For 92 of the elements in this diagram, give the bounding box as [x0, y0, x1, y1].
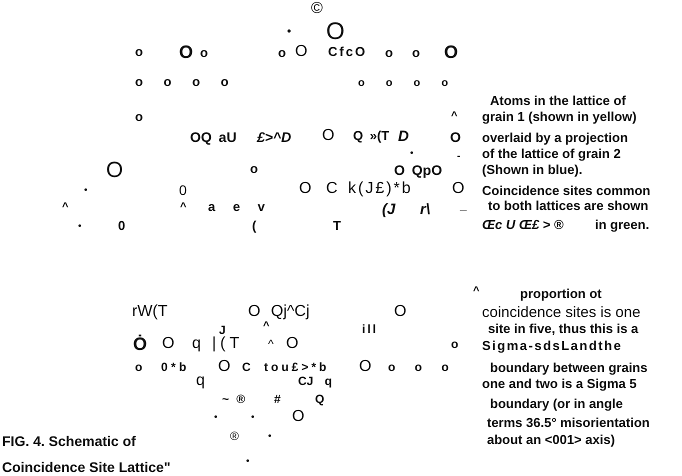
lattice-mark: • — [246, 456, 250, 468]
lattice-mark: ~ ® — [222, 392, 246, 407]
lattice-mark: o o o — [388, 360, 449, 375]
lattice-mark: o — [135, 360, 142, 375]
lattice-mark: o — [451, 338, 458, 352]
lattice-mark: o — [135, 110, 143, 126]
lattice-mark: ill — [362, 322, 378, 337]
annotation-text: overlaid by a projection — [482, 131, 628, 146]
lattice-mark: O — [322, 127, 334, 146]
lattice-mark: • — [214, 412, 218, 424]
lattice-mark: Q — [315, 392, 324, 407]
lattice-mark: q — [192, 335, 201, 354]
lattice-mark: O — [218, 358, 230, 377]
annotation-text: site in five, thus this is a — [488, 322, 638, 338]
lattice-mark: ^ — [62, 201, 68, 214]
lattice-mark: O — [286, 335, 298, 354]
lattice-mark: - — [457, 151, 460, 162]
annotation-text: ^ — [473, 285, 480, 298]
annotation-text: one and two is a Sigma 5 — [482, 377, 637, 392]
lattice-mark: _ — [460, 198, 467, 213]
lattice-mark: # — [274, 392, 281, 407]
lattice-mark: O Qj^Cj — [248, 303, 310, 321]
annotation-text: (Shown in blue). — [482, 163, 582, 178]
annotation-text: terms 36.5° misorientation — [487, 416, 650, 432]
lattice-mark: O — [326, 18, 345, 46]
figure-caption: FIG. 4. Schematic of Coincidence Site Lattice" — [2, 432, 172, 476]
annotation-text: coincidence sites is one — [482, 304, 640, 322]
lattice-mark: O — [292, 408, 304, 427]
annotation-text: proportion ot — [520, 287, 602, 302]
lattice-mark: ® — [230, 430, 239, 444]
lattice-mark: O — [162, 335, 174, 354]
lattice-mark: r\ — [420, 201, 430, 218]
annotation-text: about an <001> axis) — [487, 433, 615, 448]
lattice-mark: o o o o — [358, 77, 448, 90]
lattice-mark: C k(J£)*b — [326, 180, 413, 199]
lattice-mark: OQ aU — [190, 128, 237, 145]
annotation-text: Coincidence sites common — [482, 184, 650, 200]
lattice-mark: (J — [382, 201, 396, 218]
lattice-mark: a e v — [208, 200, 265, 216]
annotation-text: Œc U Œ£ > ® — [482, 218, 564, 234]
lattice-mark: • — [84, 185, 88, 196]
lattice-mark: • — [410, 148, 414, 160]
lattice-mark: O — [299, 180, 312, 199]
lattice-mark: Q »(T — [353, 129, 390, 144]
lattice-mark: |(T — [212, 335, 244, 354]
lattice-mark: O — [295, 43, 308, 62]
lattice-mark: o — [250, 162, 258, 178]
lattice-mark: © — [311, 0, 323, 19]
annotation-text: grain 1 (shown in yellow) — [482, 110, 637, 126]
lattice-mark: o — [385, 46, 393, 62]
lattice-mark: £>^D — [257, 128, 292, 145]
lattice-mark: O — [394, 303, 406, 322]
lattice-mark: o — [200, 46, 208, 62]
lattice-mark: q — [196, 372, 205, 391]
lattice-mark: • — [268, 431, 272, 442]
lattice-mark: 0 — [179, 182, 187, 198]
lattice-mark: • — [78, 221, 82, 232]
lattice-mark: O — [179, 42, 194, 63]
lattice-mark: O — [444, 42, 458, 63]
lattice-mark: ^ — [451, 110, 458, 124]
lattice-mark: O QpO — [394, 162, 442, 178]
lattice-mark: CJ q — [298, 374, 332, 389]
annotation-text: to both lattices are shown — [488, 199, 648, 214]
annotation-text: Atoms in the lattice of — [490, 94, 626, 110]
lattice-mark: rW(T — [132, 303, 168, 322]
lattice-mark: J — [219, 324, 226, 337]
lattice-mark: 0 — [118, 219, 126, 234]
annotation-text: in green. — [595, 218, 650, 234]
lattice-mark: ^ — [180, 201, 186, 214]
lattice-mark: o — [135, 45, 143, 60]
lattice-mark: ( — [252, 219, 256, 234]
lattice-mark: ^ — [268, 338, 274, 352]
lattice-mark: CfcO — [328, 45, 368, 60]
lattice-mark: Ȯ — [133, 334, 148, 355]
lattice-mark: O — [359, 358, 372, 377]
lattice-mark: C tou£>*b — [242, 360, 330, 375]
lattice-mark: • — [287, 24, 292, 39]
annotation-text: Sigma-sdsLandthe — [482, 339, 622, 354]
lattice-mark: • — [251, 412, 255, 424]
lattice-mark: o — [278, 46, 286, 62]
lattice-mark: o o o o — [135, 75, 229, 90]
lattice-mark: D — [398, 128, 409, 146]
lattice-mark: O — [452, 180, 464, 199]
lattice-mark: ^ — [263, 320, 270, 334]
lattice-mark: 0 * b — [161, 360, 186, 375]
annotation-text: of the lattice of grain 2 — [482, 147, 621, 162]
lattice-mark: O — [450, 128, 461, 145]
lattice-mark: T — [333, 219, 341, 234]
annotation-text: boundary between grains — [490, 361, 648, 376]
lattice-mark: O — [106, 156, 124, 182]
lattice-mark: o — [412, 46, 420, 62]
annotation-text: boundary (or in angle — [490, 397, 623, 412]
